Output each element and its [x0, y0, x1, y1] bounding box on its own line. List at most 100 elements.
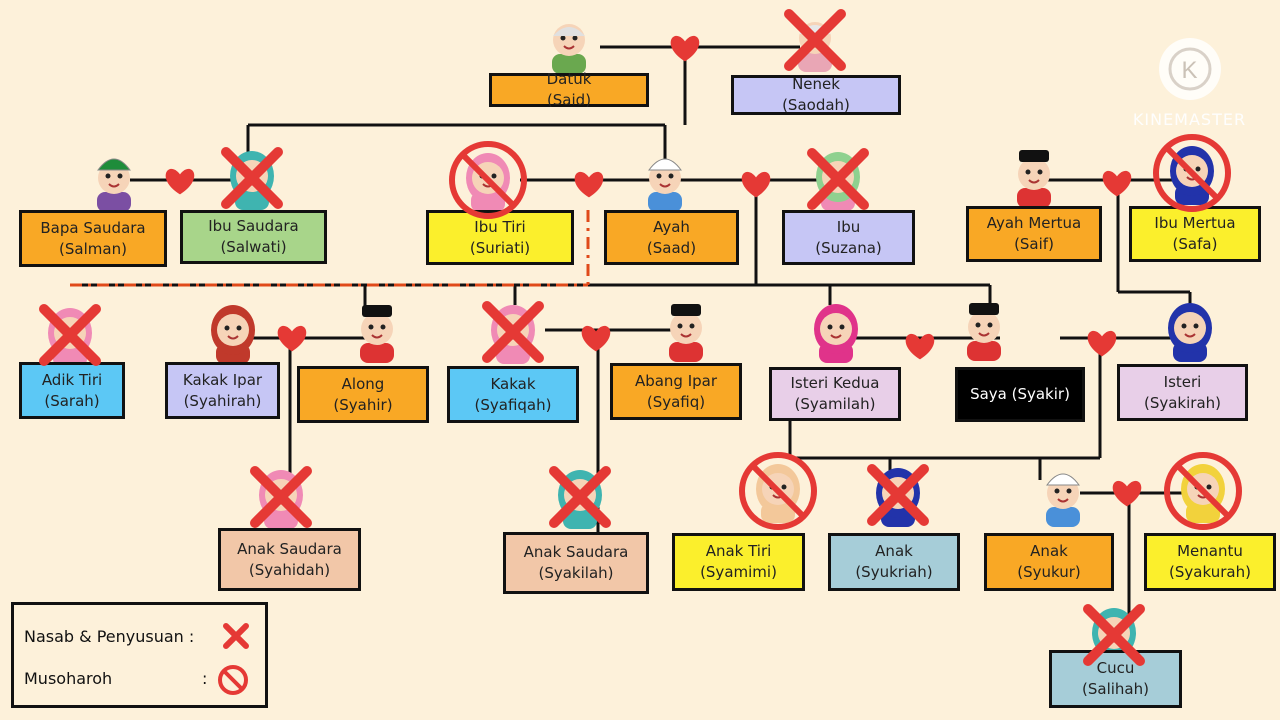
legend-nasab-label: Nasab & Penyusuan :	[24, 627, 195, 646]
avatar-anak-syukriah	[876, 468, 920, 527]
avatar-anak-syukur	[1046, 473, 1080, 527]
person-name: (Saad)	[646, 238, 697, 257]
person-role: Anak	[1030, 542, 1068, 560]
cross-icon	[223, 623, 249, 649]
person-box-isteri-kedua: Isteri Kedua (Syamilah)	[769, 367, 901, 421]
person-box-cucu: Cucu(Salihah)	[1049, 650, 1182, 708]
avatar-anak-saudara-2	[558, 470, 602, 529]
avatar-adik-tiri	[48, 308, 92, 367]
person-box-bapa-saudara: Bapa Saudara (Salman)	[19, 210, 167, 267]
heart-icon	[1112, 480, 1142, 507]
person-name: (Sarah)	[44, 391, 100, 410]
person-box-along: Along (Syahir)	[297, 366, 429, 423]
person-box-adik-tiri: Adik Tiri (Sarah)	[19, 362, 125, 419]
person-name: (Syakirah)	[1143, 393, 1221, 412]
person-name: (Saif)	[1014, 235, 1054, 253]
person-box-nenek: Nenek (Saodah)	[731, 75, 901, 115]
heart-icon	[905, 333, 935, 360]
person-role: Isteri	[1163, 372, 1202, 391]
person-name: (Syukriah)	[855, 563, 933, 581]
person-name: (Syafiqah)	[474, 395, 552, 414]
heart-icon	[741, 171, 771, 198]
person-role: Abang Ipar	[634, 371, 718, 390]
person-box-datuk: Datuk(Said)	[489, 70, 649, 109]
avatar-ibu-saudara	[230, 151, 274, 210]
person-box-saya: Saya (Syakir)	[955, 367, 1085, 422]
person-role: Ibu Mertua	[1154, 214, 1236, 232]
legend-musoharoh-label: Musoharoh	[24, 669, 113, 688]
person-role: Adik Tiri	[41, 370, 103, 389]
heart-icon	[670, 35, 700, 62]
person-role: Kakak Ipar	[182, 370, 263, 389]
person-role: Kakak	[490, 374, 536, 393]
person-box-ibu-mertua: Ibu Mertua (Safa)	[1129, 206, 1261, 262]
person-box-kakak: Kakak (Syafiqah)	[447, 366, 579, 423]
person-box-kakak-ipar: Kakak Ipar (Syahirah)	[165, 362, 280, 419]
person-role: Menantu	[1177, 542, 1243, 560]
person-role: Saya (Syakir)	[970, 385, 1070, 403]
avatar-ayah	[648, 158, 682, 212]
svg-text:K: K	[1181, 57, 1198, 84]
avatar-anak-saudara-1	[259, 470, 303, 529]
person-name: (Syamilah)	[794, 395, 876, 413]
avatar-along	[360, 305, 394, 363]
avatar-bapa-saudara	[97, 158, 131, 212]
person-box-ibu-tiri: Ibu Tiri (Suriati)	[426, 210, 574, 265]
heart-icon	[581, 325, 611, 352]
person-box-abang-ipar: Abang Ipar (Syafiq)	[610, 363, 742, 420]
person-role: Ibu Tiri	[474, 217, 526, 236]
person-name: (Safa)	[1172, 235, 1218, 253]
person-role: Ibu	[836, 217, 861, 236]
avatar-ibu-tiri	[466, 153, 510, 212]
person-role: Ibu Saudara	[208, 217, 299, 235]
avatar-menantu	[1181, 464, 1225, 523]
person-role: Datuk	[546, 70, 592, 88]
person-role: Isteri Kedua	[790, 374, 880, 392]
person-box-anak-tiri: Anak Tiri (Syamimi)	[672, 533, 805, 591]
person-box-anak-saudara-2: Anak Saudara(Syakilah)	[503, 532, 649, 594]
person-role: Ayah	[653, 217, 690, 236]
avatar-kakak-ipar	[211, 305, 255, 364]
person-box-menantu: Menantu(Syakurah)	[1144, 533, 1276, 591]
person-role: Along	[341, 374, 385, 393]
avatar-ibu	[816, 152, 860, 211]
person-box-ayah-mertua: Ayah Mertua(Saif)	[966, 206, 1102, 262]
person-name: (Syukur)	[1017, 563, 1081, 581]
avatar-ibu-mertua	[1170, 146, 1214, 205]
person-name: (Syafiq)	[646, 392, 706, 411]
heart-icon	[1087, 330, 1117, 357]
heart-icon	[1102, 170, 1132, 197]
avatar-ayah-mertua	[1017, 150, 1051, 208]
avatar-abang-ipar	[669, 304, 703, 362]
person-name: (Syahir)	[333, 395, 393, 414]
person-role: Anak Saudara	[237, 539, 342, 558]
person-role: Anak Tiri	[705, 542, 772, 560]
kinemaster-logo-icon: K	[1158, 38, 1221, 100]
avatar-anak-tiri	[756, 464, 800, 523]
person-name: (Syahidah)	[248, 560, 331, 579]
person-role: Bapa Saudara	[40, 218, 146, 237]
avatar-saya	[967, 303, 1001, 361]
legend-musoharoh-colon: :	[202, 669, 208, 688]
kinemaster-watermark: K KINEMASTER	[1132, 36, 1247, 129]
person-role: Anak	[875, 542, 913, 560]
person-box-anak-syukur: Anak (Syukur)	[984, 533, 1114, 591]
person-name: (Salwati)	[220, 238, 287, 256]
person-name: (Salman)	[59, 239, 127, 258]
avatar-datuk	[552, 24, 586, 74]
person-role: Nenek	[792, 75, 840, 93]
person-role: Cucu	[1096, 659, 1135, 677]
heart-icon	[277, 325, 307, 352]
connector-lines	[70, 45, 1200, 630]
person-box-isteri: Isteri (Syakirah)	[1117, 364, 1248, 421]
person-name: (Syahirah)	[183, 391, 262, 410]
person-box-ibu: Ibu (Suzana)	[782, 210, 915, 265]
watermark-text: KINEMASTER	[1132, 110, 1247, 129]
prohibited-icon	[218, 665, 248, 695]
person-name: (Suzana)	[815, 238, 882, 257]
person-name: (Syakilah)	[538, 564, 614, 582]
person-box-anak-saudara-1: Anak Saudara (Syahidah)	[218, 528, 361, 591]
person-name: (Syamimi)	[700, 563, 777, 581]
person-name: (Saodah)	[782, 96, 850, 114]
person-name: (Suriati)	[469, 238, 531, 257]
